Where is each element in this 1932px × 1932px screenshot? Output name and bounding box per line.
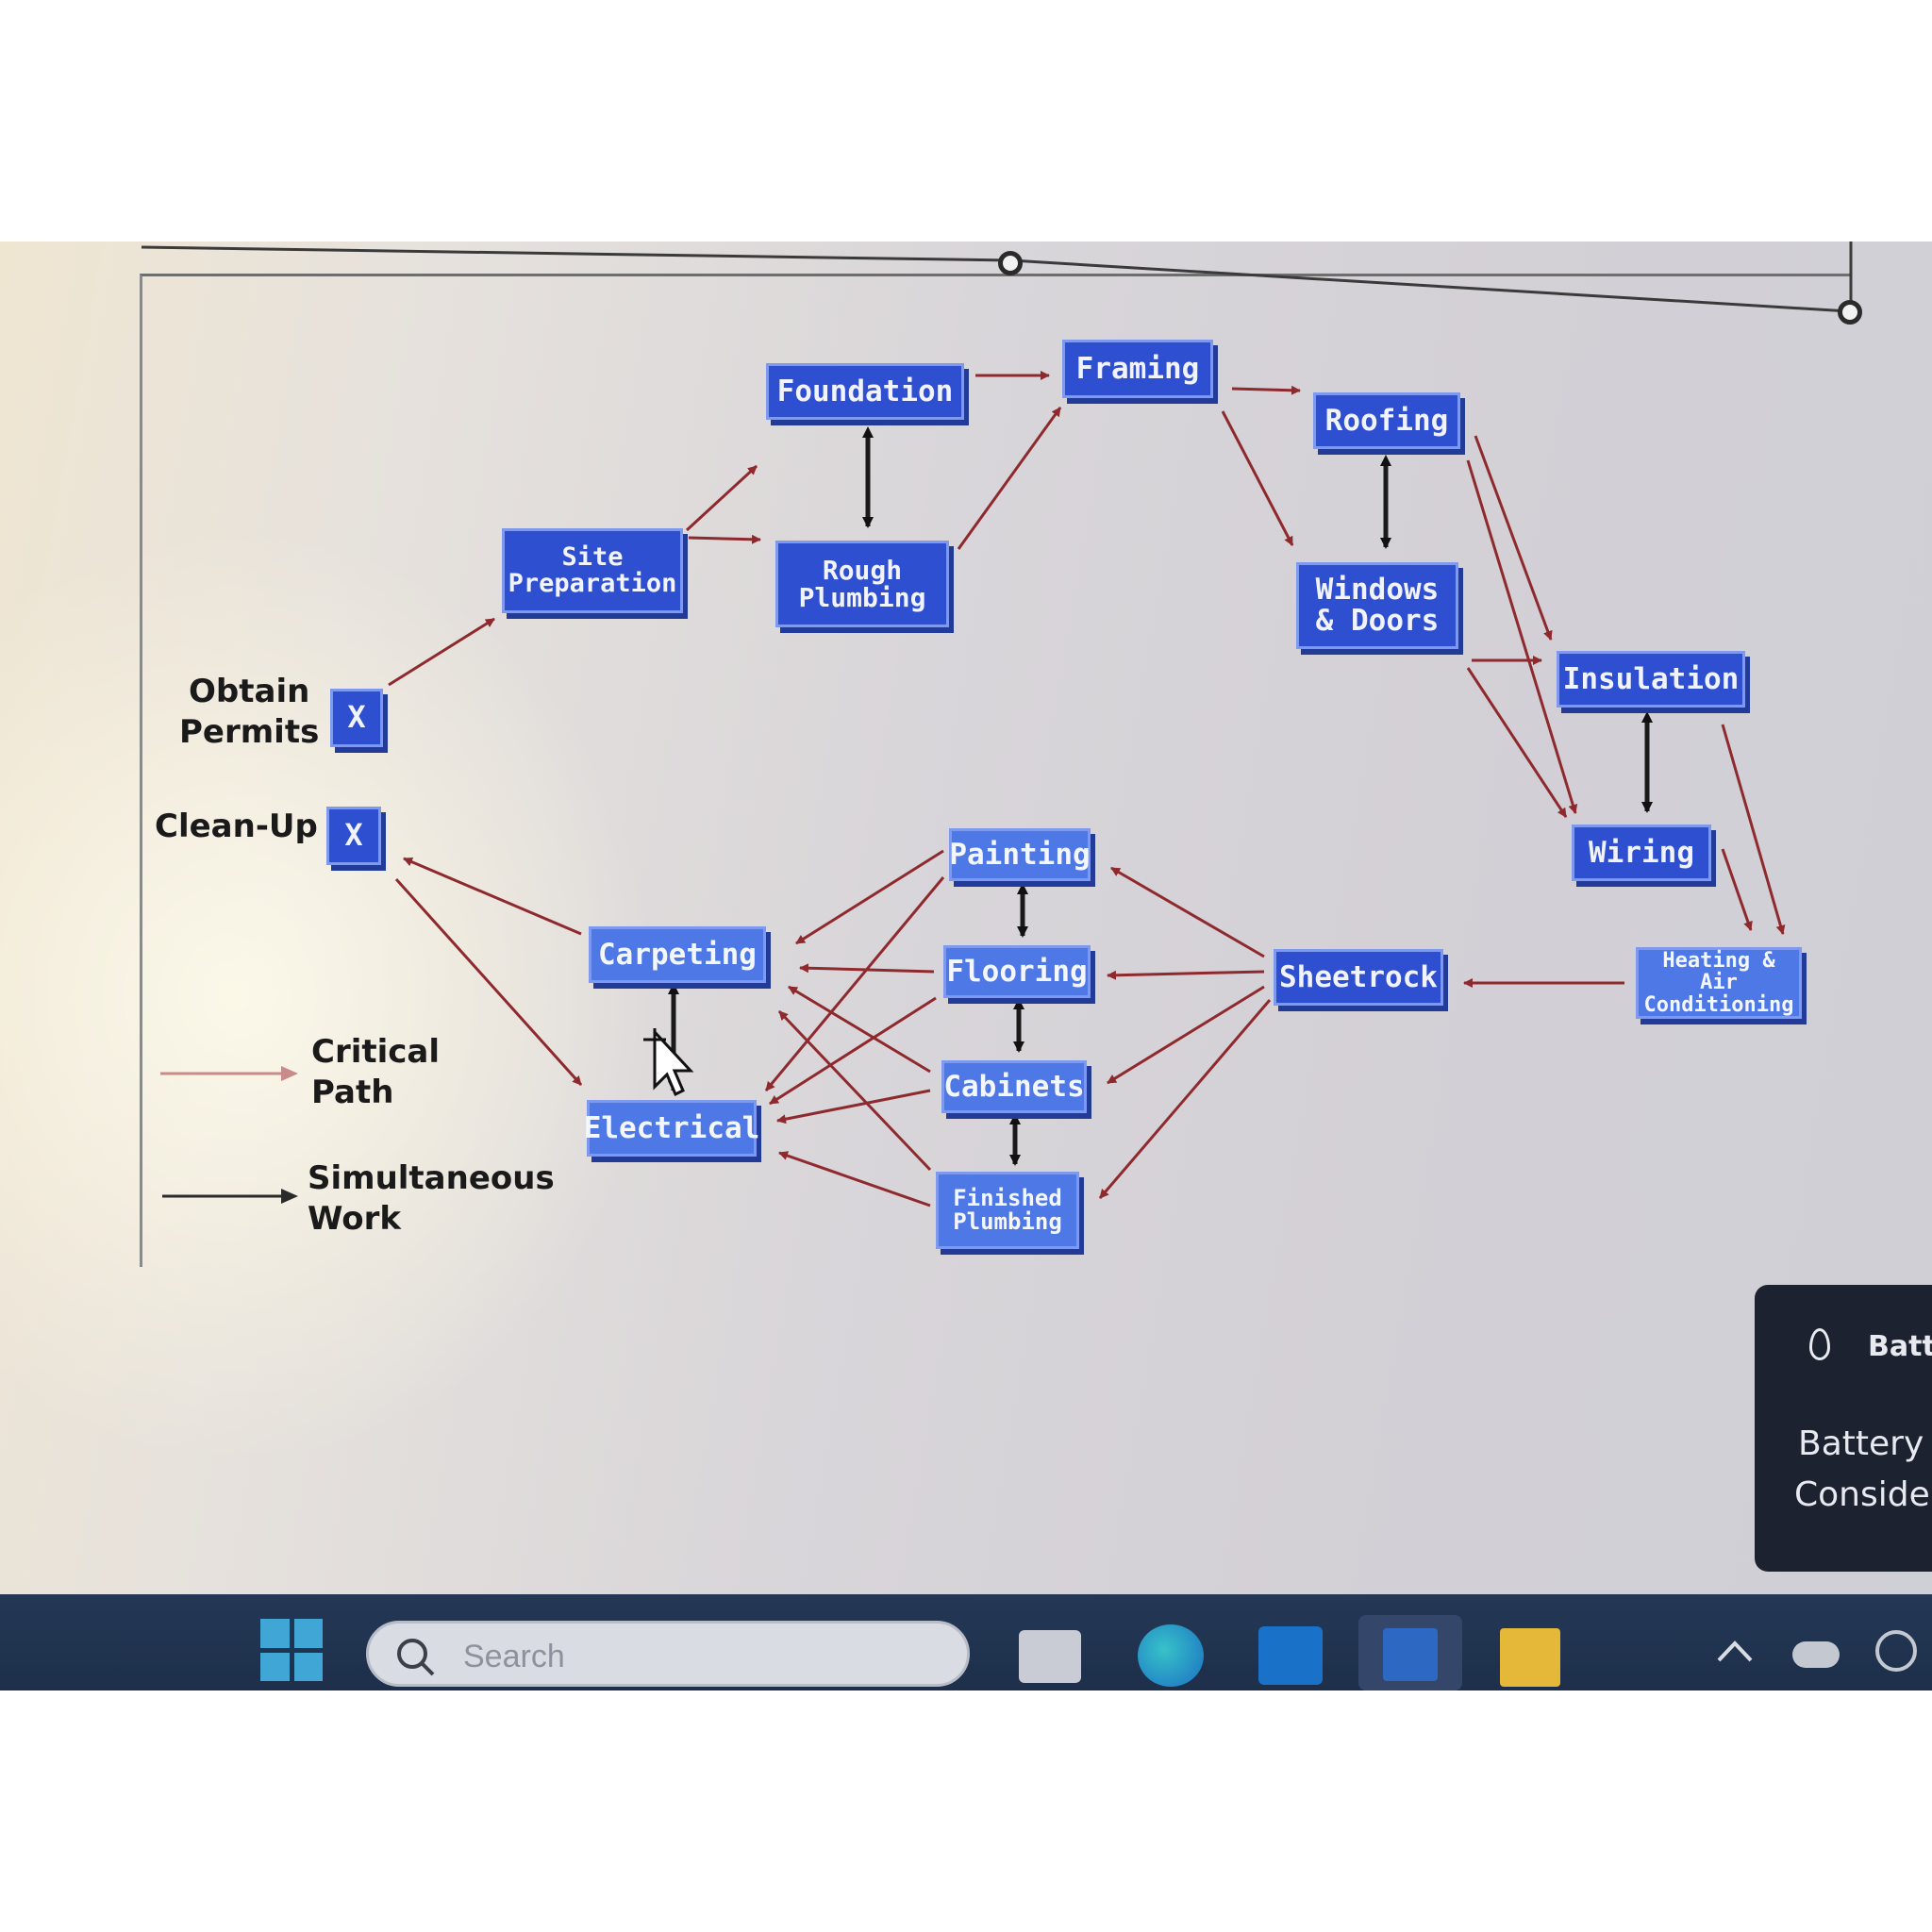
critical-path-arrowhead xyxy=(281,1066,298,1081)
windows-doors-label: Windows & Doors xyxy=(1315,573,1440,638)
roofing-label: Roofing xyxy=(1324,403,1449,438)
notification-line-2: Consider xyxy=(1794,1475,1932,1514)
flooring-node[interactable]: Flooring xyxy=(943,945,1091,998)
windows-start-icon[interactable] xyxy=(260,1619,323,1681)
arrow-roofing-to-insulation xyxy=(1474,435,1553,641)
obtain-permits-node[interactable]: X xyxy=(330,689,383,747)
obtain-permits-x: X xyxy=(347,699,366,736)
insulation-label: Insulation xyxy=(1562,661,1740,696)
cleanup-label: Clean-Up xyxy=(155,808,318,845)
rough-plumbing-node[interactable]: Rough Plumbing xyxy=(775,541,949,627)
site-preparation-label: Site Preparation xyxy=(508,541,677,598)
arrow-cleanup-to-electrical xyxy=(394,877,583,1087)
arrow-wiring-to-heating xyxy=(1721,848,1753,931)
framing-node[interactable]: Framing xyxy=(1062,340,1213,398)
finished-plumbing-node[interactable]: Finished Plumbing xyxy=(936,1172,1079,1249)
arrow-finished-plumbing-to-electrical xyxy=(778,1151,931,1208)
framing-label: Framing xyxy=(1075,351,1200,386)
leaf-icon xyxy=(1809,1328,1830,1360)
arrow-painting-to-carpeting xyxy=(795,849,944,945)
flooring-label: Flooring xyxy=(946,954,1088,989)
selection-handle-right[interactable] xyxy=(1838,300,1862,325)
arrow-finished-plumbing-to-carpeting xyxy=(777,1009,932,1172)
cabinets-label: Cabinets xyxy=(943,1069,1085,1104)
site-preparation-node[interactable]: Site Preparation xyxy=(502,528,683,613)
arrow-framing-to-windows xyxy=(1221,410,1294,546)
taskbar: Search xyxy=(0,1594,1932,1690)
search-placeholder: Search xyxy=(463,1639,565,1674)
painting-label: Painting xyxy=(949,837,1091,872)
arrow-sheetrock-to-finished-plumbing xyxy=(1098,999,1272,1199)
arrow-sheetrock-to-cabinets xyxy=(1107,985,1265,1085)
roofing-node[interactable]: Roofing xyxy=(1313,392,1460,449)
word-icon[interactable] xyxy=(1358,1615,1462,1690)
arrow-cabinets-to-carpeting xyxy=(788,985,931,1074)
arrow-site-to-rough-plumbing xyxy=(688,534,761,544)
arrow-rough-plumbing-to-framing xyxy=(957,407,1062,550)
arrow-framing-to-roofing xyxy=(1231,385,1301,395)
edge-icon[interactable] xyxy=(1138,1624,1204,1687)
obtain-permits-label: Obtain Permits xyxy=(179,673,320,751)
wiring-label: Wiring xyxy=(1589,835,1694,870)
arrow-sheetrock-to-flooring xyxy=(1107,970,1265,980)
arrow-flooring-to-carpeting xyxy=(799,963,935,974)
cabinets-node[interactable]: Cabinets xyxy=(941,1060,1087,1113)
foundation-label: Foundation xyxy=(776,374,954,408)
arrow-windows-to-wiring xyxy=(1466,667,1568,818)
file-explorer-icon[interactable] xyxy=(1500,1628,1560,1687)
carpeting-label: Carpeting xyxy=(598,937,757,972)
search-box[interactable]: Search xyxy=(366,1621,970,1687)
wiring-node[interactable]: Wiring xyxy=(1572,824,1711,881)
outlook-icon[interactable] xyxy=(1258,1626,1323,1685)
arrow-insulation-to-heating xyxy=(1721,724,1786,935)
insulation-node[interactable]: Insulation xyxy=(1557,651,1745,708)
legend-arrows xyxy=(160,1066,298,1204)
arrow-roofing-to-wiring xyxy=(1466,459,1578,814)
notification-line-1: Battery s xyxy=(1798,1424,1932,1463)
battery-notification[interactable]: Batte Battery s Consider xyxy=(1755,1285,1932,1572)
electrical-node[interactable]: Electrical xyxy=(583,1100,760,1157)
onedrive-icon[interactable] xyxy=(1792,1641,1840,1668)
arrow-cabinets-to-electrical xyxy=(776,1089,931,1124)
cleanup-node[interactable]: X xyxy=(326,807,381,865)
foundation-node[interactable]: Foundation xyxy=(766,363,964,420)
arrow-flooring-to-electrical xyxy=(769,996,937,1106)
heating-ac-node[interactable]: Heating & Air Conditioning xyxy=(1636,947,1802,1019)
carpeting-node[interactable]: Carpeting xyxy=(589,926,766,983)
legend-simultaneous-work: Simultaneous Work xyxy=(308,1159,555,1238)
rough-plumbing-label: Rough Plumbing xyxy=(798,554,926,613)
heating-ac-label: Heating & Air Conditioning xyxy=(1643,949,1794,1017)
electrical-label: Electrical xyxy=(583,1110,760,1145)
notification-title: Batte xyxy=(1868,1330,1932,1363)
painting-node[interactable]: Painting xyxy=(949,828,1091,881)
search-icon xyxy=(397,1639,435,1676)
document-frame xyxy=(140,274,1850,1267)
finished-plumbing-label: Finished Plumbing xyxy=(953,1184,1062,1235)
arrow-site-to-foundation xyxy=(685,464,758,532)
arrow-permits-to-site xyxy=(388,617,495,687)
sheetrock-label: Sheetrock xyxy=(1279,959,1438,994)
arrow-sheetrock-to-painting xyxy=(1110,866,1265,958)
cleanup-x: X xyxy=(344,817,363,854)
windows-doors-node[interactable]: Windows & Doors xyxy=(1296,562,1458,649)
sheetrock-node[interactable]: Sheetrock xyxy=(1274,949,1443,1006)
mouse-cursor-icon xyxy=(643,1028,694,1097)
arrow-painting-to-electrical xyxy=(764,876,945,1091)
simultaneous-arrowhead xyxy=(281,1189,298,1204)
sync-icon[interactable] xyxy=(1875,1630,1917,1672)
arrow-carpeting-to-cleanup xyxy=(403,857,582,936)
task-view-icon[interactable] xyxy=(1019,1630,1081,1683)
chevron-up-icon[interactable] xyxy=(1715,1638,1755,1664)
selection-handle-top[interactable] xyxy=(998,251,1023,275)
legend-critical-path: Critical Path xyxy=(311,1033,441,1111)
